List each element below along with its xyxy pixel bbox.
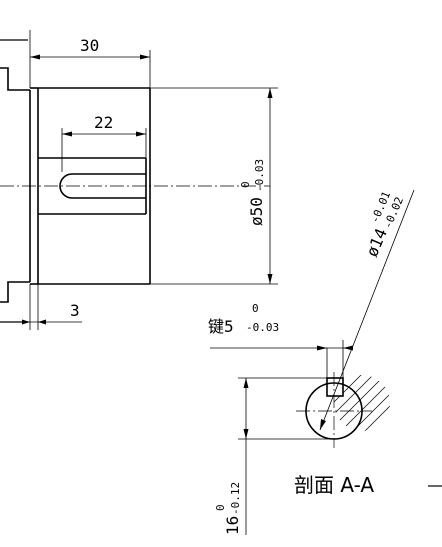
flange-outline [0,39,151,323]
keyway-slot [38,157,147,215]
dim-flange-length-label: 30 [80,36,99,55]
dim-key-depth: 16 0 -0.12 [214,377,334,535]
section-view [296,372,390,448]
dim-flange-thickness: 3 [0,284,82,330]
dim-keyway-length-label: 22 [94,113,113,132]
dim-key-width-upper: 0 [252,302,259,315]
dim-shaft-diameter-nominal: ø50 [247,197,266,226]
dim-section-diameter: ø14 -0.01 -0.02 [319,189,415,431]
dim-section-diameter-nominal: ø14 [362,226,391,260]
dim-key-width-lower: -0.03 [246,321,279,334]
dim-shaft-diameter-upper: 0 [239,181,252,188]
dim-key-width-nominal: 键5 [208,317,234,336]
dim-shaft-diameter-lower: -0.03 [253,159,266,192]
dim-key-depth-lower: -0.12 [229,482,242,515]
dim-flange-thickness-label: 3 [70,301,80,320]
dim-key-depth-nominal: 16 [223,516,242,535]
dim-flange-length: 30 [29,30,151,88]
section-label: 剖面 A-A [294,473,374,497]
dim-key-depth-upper: 0 [214,504,227,511]
dim-key-width: 键5 0 -0.03 [208,302,353,380]
dim-shaft-diameter: ø50 0 -0.03 [150,87,278,285]
dim-keyway-length: 22 [61,113,147,172]
